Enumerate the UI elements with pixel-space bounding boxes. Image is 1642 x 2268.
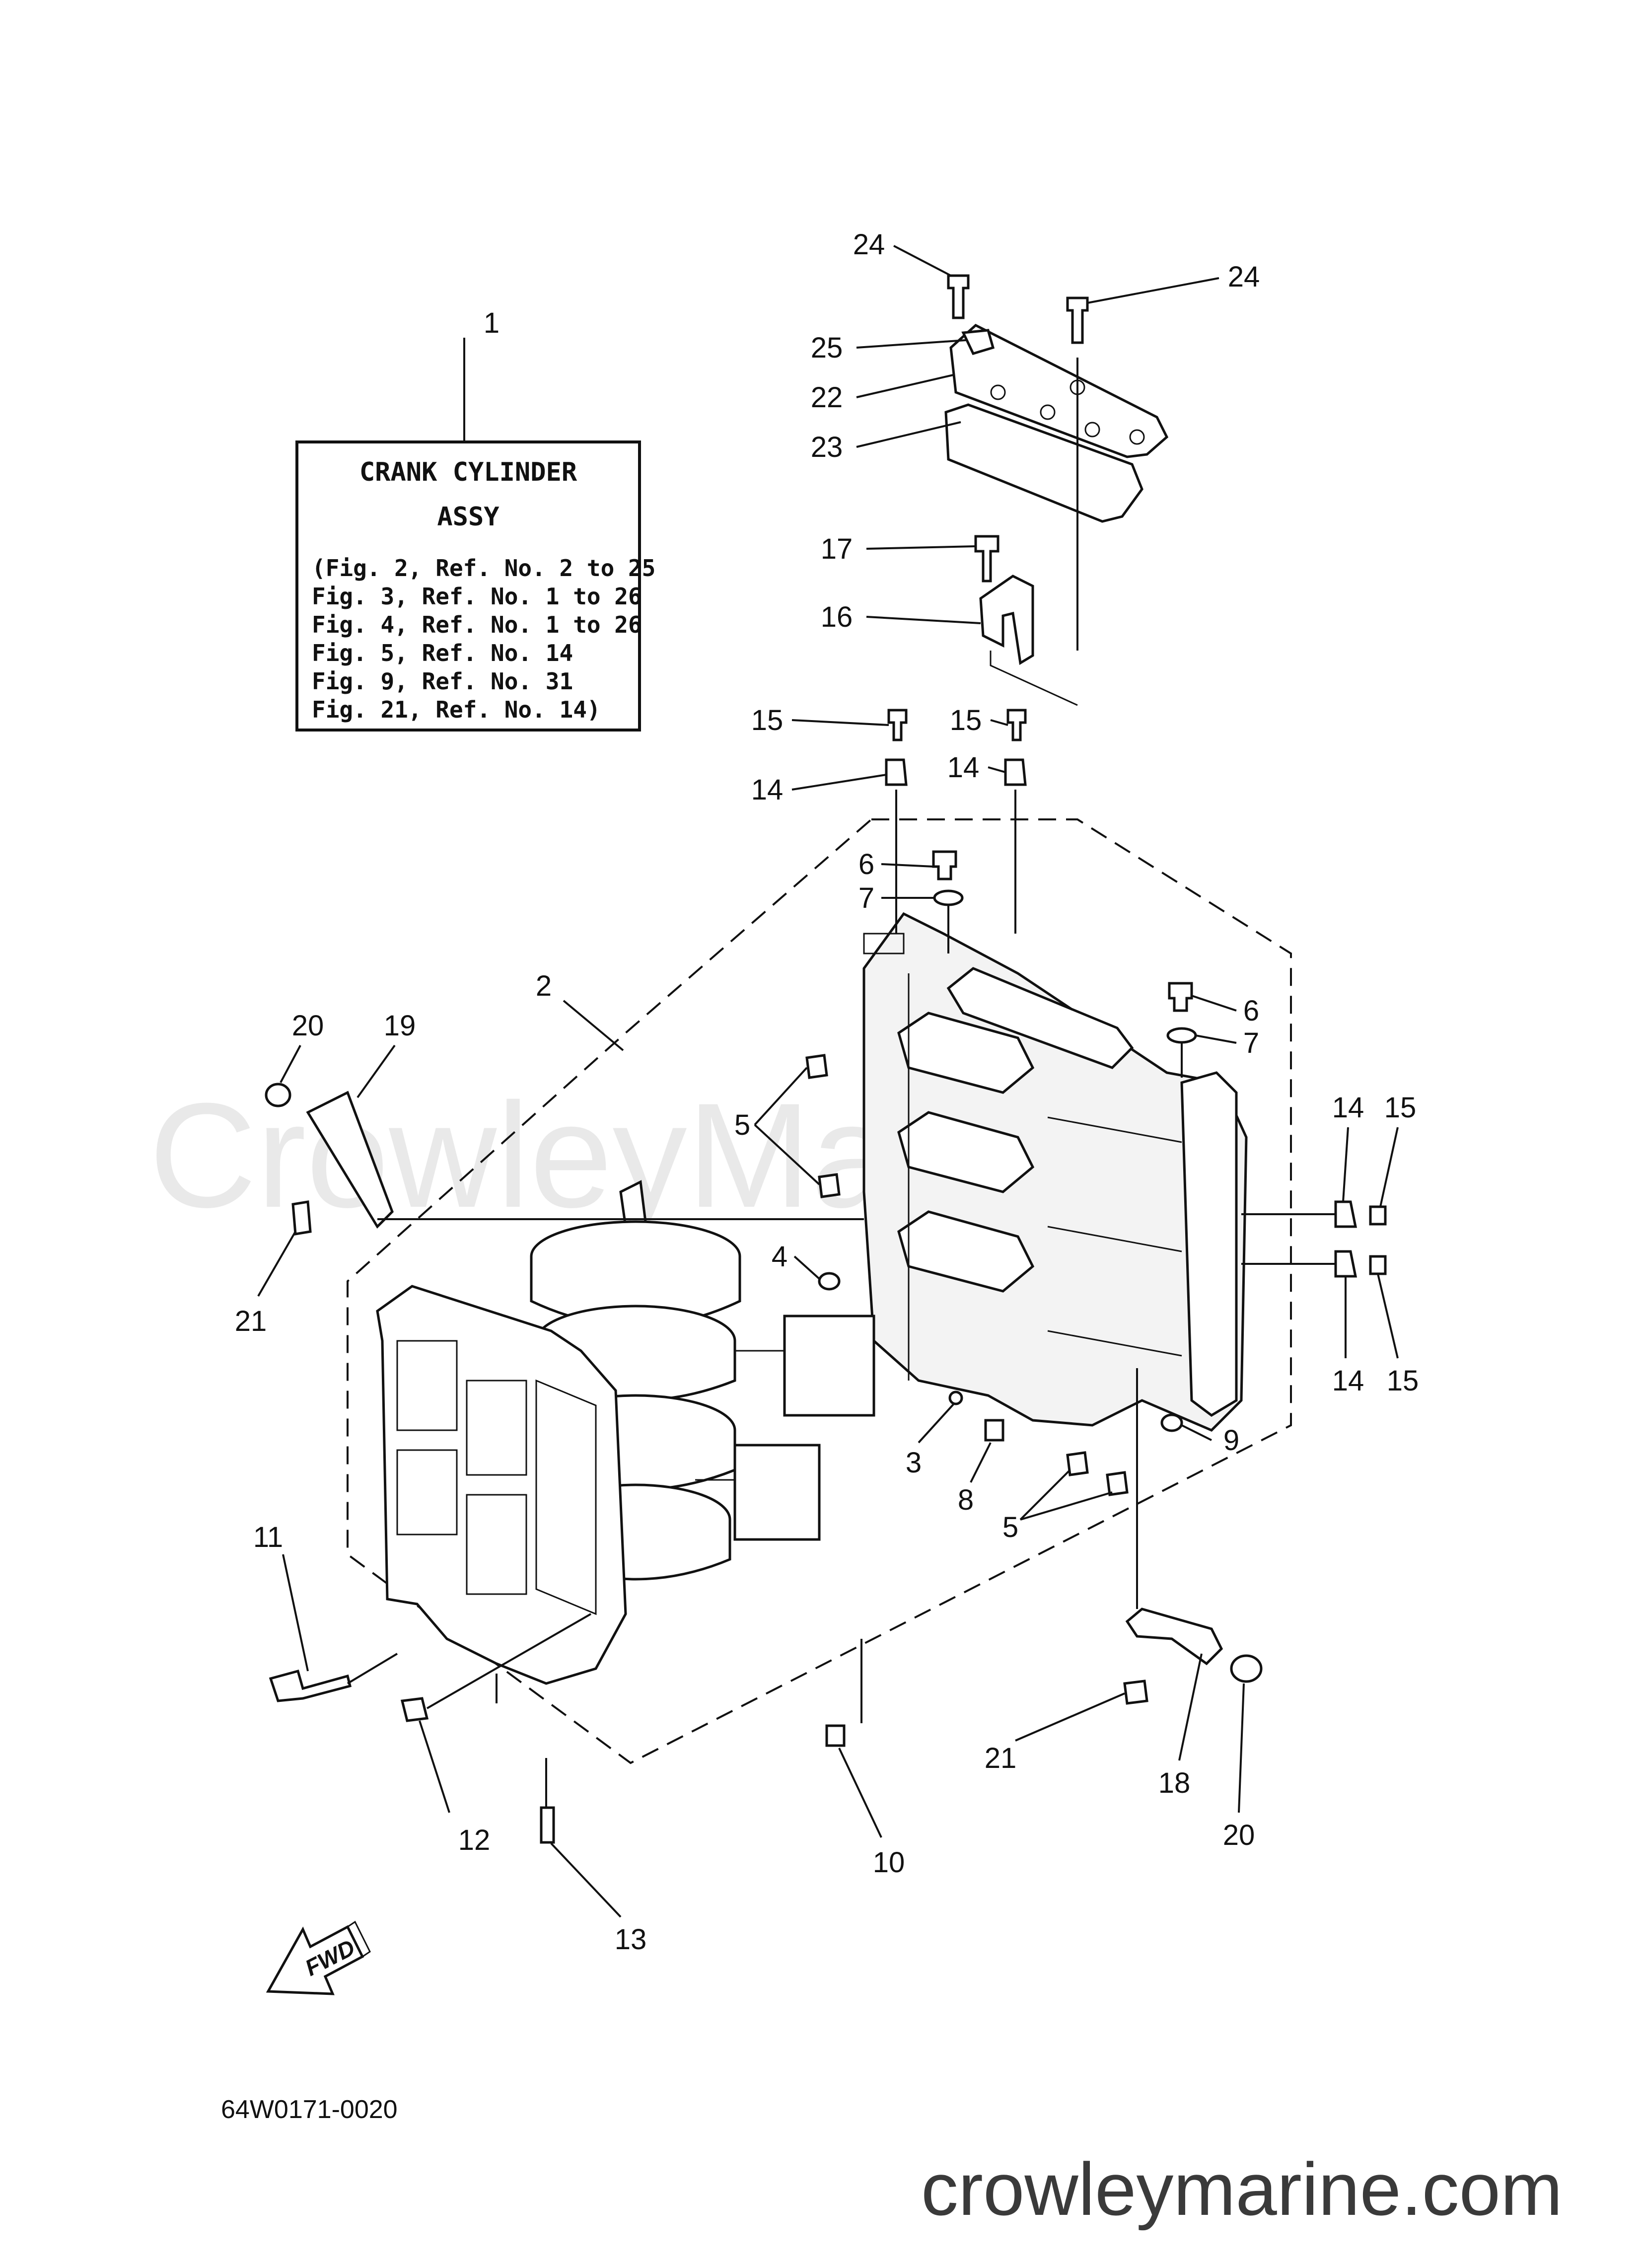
leader-lines — [257, 245, 1399, 1918]
callout-3: 3 — [906, 1447, 922, 1479]
fitting-5-bottom-b — [1106, 1471, 1129, 1496]
clip-14-mid — [1004, 758, 1027, 786]
callout-20: 20 — [1223, 1819, 1255, 1851]
assembly-info-box: CRANK CYLINDER ASSY (Fig. 2, Ref. No. 2 … — [295, 338, 655, 732]
bolt-cover-right — [1066, 296, 1089, 344]
callout-16: 16 — [821, 601, 853, 633]
info-box-note: Fig. 21, Ref. No. 14) — [312, 696, 601, 723]
drain-plug-top — [932, 850, 957, 880]
callout-17: 17 — [821, 533, 853, 565]
callout-15: 15 — [1384, 1092, 1417, 1124]
info-box-note: (Fig. 2, Ref. No. 2 to 25 — [312, 555, 655, 582]
website-url: crowleymarine.com — [921, 2147, 1563, 2231]
bracket-bolt — [974, 535, 999, 583]
info-box-subtitle: ASSY — [437, 502, 500, 532]
plug-9 — [1160, 1413, 1183, 1432]
piston-upper — [783, 1315, 875, 1417]
callout-15: 15 — [1387, 1365, 1419, 1397]
hose-fitting — [961, 329, 995, 356]
callout-14: 14 — [1332, 1092, 1364, 1124]
bolt-15-right-upper — [1369, 1205, 1387, 1226]
callout-24: 24 — [1228, 261, 1260, 293]
callout-6: 6 — [858, 848, 874, 880]
cylinder-head-face — [1180, 1071, 1238, 1417]
callout-14: 14 — [751, 774, 784, 806]
fitting-5-bottom-a — [1066, 1451, 1089, 1476]
cylinder-head-cover-group — [944, 274, 1169, 651]
callout-11: 11 — [253, 1521, 283, 1553]
bracket-group — [974, 535, 1078, 706]
callout-22: 22 — [811, 381, 843, 414]
cap-20-right — [1230, 1654, 1263, 1683]
bolt-15-mid — [1006, 709, 1027, 741]
anode-19 — [306, 1091, 394, 1229]
crankcase-cover — [376, 1285, 627, 1685]
callout-labels: 1 24 24 25 22 23 17 16 15 15 14 14 6 7 6… — [235, 228, 1419, 1956]
bolt-15-right-lower — [1369, 1255, 1387, 1275]
bolt-12 — [400, 1697, 429, 1722]
lever-18 — [1125, 1608, 1223, 1666]
callout-8: 8 — [958, 1484, 974, 1516]
callout-5: 5 — [1002, 1511, 1018, 1543]
info-box-title: CRANK CYLINDER — [359, 457, 577, 487]
callout-10: 10 — [873, 1846, 905, 1879]
callout-5: 5 — [734, 1109, 750, 1141]
piston-lower — [733, 1444, 821, 1541]
bolt-11 — [269, 1669, 352, 1702]
callout-6: 6 — [1243, 995, 1259, 1027]
info-box-note: Fig. 9, Ref. No. 31 — [312, 668, 573, 695]
dowel-10 — [825, 1724, 846, 1747]
info-box-note: Fig. 5, Ref. No. 14 — [312, 640, 573, 666]
callout-4: 4 — [772, 1241, 787, 1273]
callout-20: 20 — [292, 1010, 324, 1042]
anode-cover-20-left — [265, 1083, 291, 1107]
callout-15: 15 — [950, 704, 982, 736]
callout-2: 2 — [536, 970, 552, 1002]
bolt-21-right — [1123, 1680, 1148, 1705]
callout-7: 7 — [1243, 1027, 1259, 1059]
callout-23: 23 — [811, 431, 843, 463]
cylinder-top-chamber — [946, 967, 1134, 1069]
callout-15: 15 — [751, 704, 784, 736]
washer-top — [933, 889, 964, 906]
fitting-5-upper — [805, 1054, 828, 1079]
clamp-bracket — [979, 575, 1034, 665]
callout-24: 24 — [853, 228, 885, 261]
callout-21: 21 — [235, 1305, 267, 1337]
info-box-note: Fig. 4, Ref. No. 1 to 26 — [312, 611, 642, 638]
callout-7: 7 — [858, 882, 874, 914]
clip-14-right-lower — [1334, 1250, 1357, 1278]
forward-direction-arrow: FWD — [266, 1920, 371, 1995]
callout-18: 18 — [1158, 1767, 1191, 1799]
callout-25: 25 — [811, 332, 843, 364]
drain-plug-right — [1168, 982, 1193, 1012]
stud-13 — [540, 1806, 555, 1844]
callout-1: 1 — [484, 307, 500, 339]
callout-21: 21 — [985, 1742, 1017, 1774]
bolt-21-left — [291, 1200, 312, 1236]
fitting-5-lower — [818, 1173, 841, 1198]
callout-12: 12 — [458, 1824, 491, 1856]
bolt-15-left — [887, 709, 908, 741]
callout-19: 19 — [384, 1010, 416, 1042]
figure-code: 64W0171-0020 — [221, 2095, 398, 2124]
cylinder-block — [862, 912, 1248, 1432]
pin-3 — [948, 1390, 963, 1405]
callout-14: 14 — [1332, 1365, 1364, 1397]
clip-14-left — [885, 758, 908, 786]
callout-9: 9 — [1223, 1424, 1239, 1457]
crankcase-assembly-outline — [347, 818, 1292, 1764]
callout-13: 13 — [615, 1923, 647, 1956]
cover-gasket — [944, 403, 1143, 523]
crankcase-cover-body — [376, 1285, 627, 1685]
info-box-note: Fig. 3, Ref. No. 1 to 26 — [312, 583, 642, 610]
bolt-cover-left — [947, 274, 970, 319]
cylinder-head-cover — [949, 323, 1169, 458]
callout-14: 14 — [947, 751, 980, 784]
washer-right — [1166, 1027, 1197, 1044]
plug-4 — [818, 1272, 841, 1291]
clip-14-right-upper — [1334, 1200, 1357, 1228]
pin-8 — [984, 1419, 1004, 1442]
